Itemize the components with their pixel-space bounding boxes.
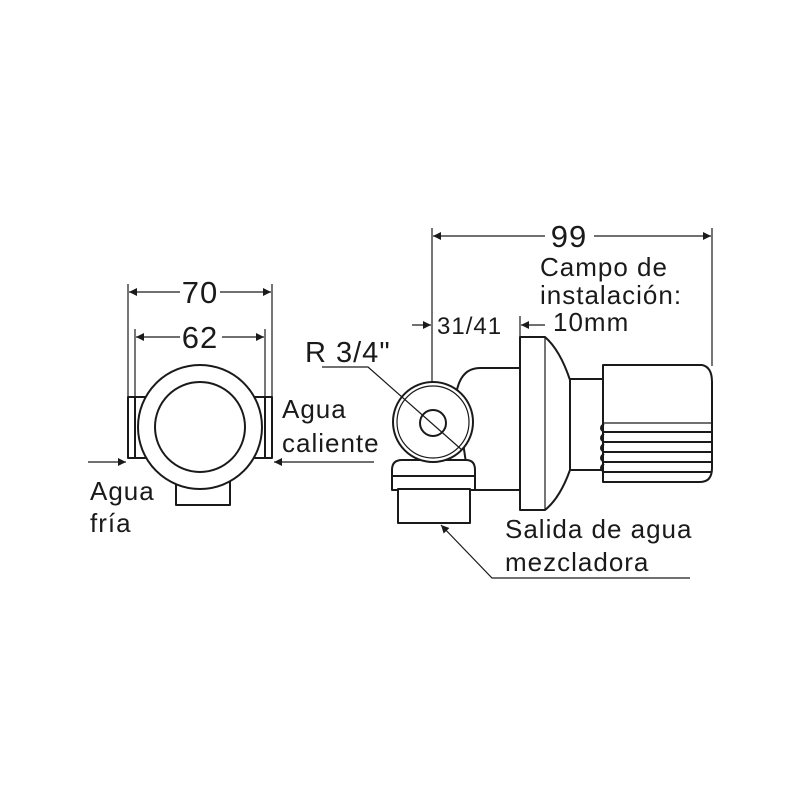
side-inlet-outer-circle	[392, 381, 474, 463]
dim-wall-label: 31/41	[437, 313, 502, 340]
dim-70-label: 70	[182, 275, 218, 310]
grip-ridge	[600, 463, 712, 473]
cold-water-label-line2: fría	[90, 508, 132, 538]
installation-range-line1: Campo de	[540, 252, 668, 282]
cold-water-label-line1: Agua	[90, 476, 155, 506]
grip-ridge	[600, 453, 712, 463]
mixed-outlet-label-line2: mezcladora	[505, 547, 649, 577]
installation-range-line2: instalación:	[540, 280, 682, 310]
grip-ridge	[600, 433, 712, 443]
handle-neck	[569, 378, 604, 471]
dim-62-label: 62	[182, 320, 218, 355]
front-body-outer-circle	[137, 364, 263, 490]
outlet-leader-line	[440, 524, 690, 579]
hot-water-label-line1: Agua	[282, 394, 347, 424]
handle-grip-ridges	[600, 422, 712, 473]
installation-range-line3: 10mm	[553, 307, 629, 337]
side-inlet-ring	[396, 385, 470, 459]
side-view: 99 Campo de instalación: 10mm 31/41	[305, 219, 713, 579]
hot-water-label-line2: caliente	[282, 428, 380, 458]
thread-leader-line	[322, 366, 463, 451]
side-inlet-bore	[419, 409, 447, 437]
front-view: 70 62 Agua caliente Agua fría	[88, 275, 380, 538]
thread-size-label: R 3/4"	[305, 337, 391, 369]
grip-ridge	[600, 443, 712, 453]
mixed-outlet-label-line1: Salida de agua	[505, 514, 692, 544]
outlet-pipe	[397, 488, 471, 524]
dim-99-label: 99	[551, 219, 587, 254]
front-body-inner-circle	[154, 381, 246, 473]
grip-ridge	[600, 423, 712, 433]
